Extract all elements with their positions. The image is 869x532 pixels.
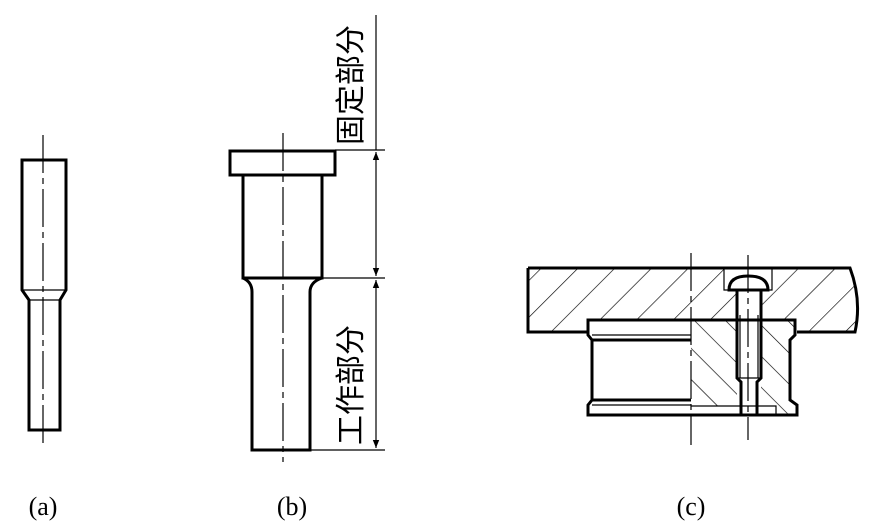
assembly-c xyxy=(526,253,860,445)
fixed-part-label: 固定部分 xyxy=(334,25,369,145)
working-part-label: 工作部分 xyxy=(334,325,369,445)
label-a: (a) xyxy=(29,492,58,521)
label-c: (c) xyxy=(677,492,706,521)
punch-b: 固定部分 工作部分 xyxy=(228,15,385,462)
punch-a xyxy=(20,135,68,445)
label-b: (b) xyxy=(277,492,307,521)
